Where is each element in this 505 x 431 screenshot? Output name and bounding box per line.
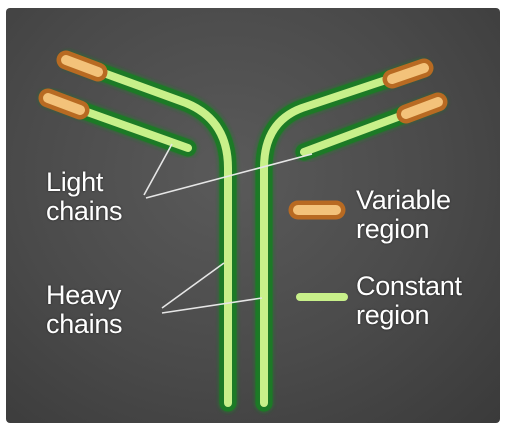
variable-region-line1: Variable — [356, 186, 451, 215]
light-chains-line2: chains — [46, 197, 122, 226]
diagram-panel: Light chains Heavy chains Variable regio… — [6, 8, 500, 423]
variable-region-heavy-left — [66, 60, 98, 72]
heavy-chains-pointers — [162, 263, 262, 313]
variable-region-heavy-right — [392, 68, 424, 79]
variable-region-line2: region — [356, 215, 451, 244]
variable-region-light-left — [48, 98, 80, 110]
heavy-chains-line2: chains — [46, 310, 122, 339]
variable-region-light-right — [406, 102, 438, 114]
constant-region-line1: Constant — [356, 272, 462, 301]
light-chains-label: Light chains — [46, 168, 122, 226]
constant-region-line2: region — [356, 301, 462, 330]
heavy-chains-line1: Heavy — [46, 281, 122, 310]
constant-region-label: Constant region — [356, 272, 462, 330]
light-chains-line1: Light — [46, 168, 122, 197]
variable-region-label: Variable region — [356, 186, 451, 244]
heavy-chains-label: Heavy chains — [46, 281, 122, 339]
